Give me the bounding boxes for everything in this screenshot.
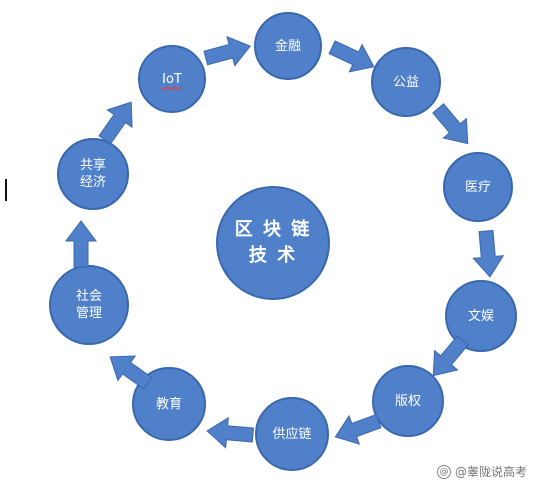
node-medical: 医疗 (443, 152, 513, 222)
arrow-entertainment-to-copyright-icon (432, 335, 469, 377)
arrow-medical-to-entertainment-icon (472, 229, 505, 278)
node-public-welfare: 公益 (371, 47, 441, 117)
node-social-management: 社会 管理 (49, 265, 129, 345)
arrow-copyright-to-supply-chain-icon (334, 413, 382, 445)
arrow-public-welfare-to-medical-icon (432, 103, 469, 145)
arrow-iot-to-finance-icon (203, 35, 252, 67)
text-cursor (5, 179, 7, 201)
node-copyright: 版权 (372, 365, 444, 437)
watermark-text: @睾陇说高考 (455, 465, 528, 479)
node-finance: 金融 (254, 12, 322, 80)
arrow-sharing-economy-to-iot-icon (98, 101, 133, 145)
node-iot: IoT (138, 45, 206, 113)
node-iot-label: IoT (162, 71, 182, 87)
node-sharing-economy: 共享 经济 (57, 138, 129, 210)
arrow-supply-chain-to-education-icon (206, 416, 255, 449)
node-supply-chain: 供应链 (255, 397, 329, 471)
arrow-finance-to-public-welfare-icon (328, 40, 375, 73)
center-node-blockchain: 区 块 链 技 术 (216, 186, 330, 300)
watermark: @ @睾陇说高考 (437, 463, 527, 480)
arrow-education-to-social-management-icon (109, 355, 153, 390)
arrow-social-management-to-sharing-economy-icon (65, 220, 97, 268)
at-sign-icon: @ (437, 464, 451, 479)
